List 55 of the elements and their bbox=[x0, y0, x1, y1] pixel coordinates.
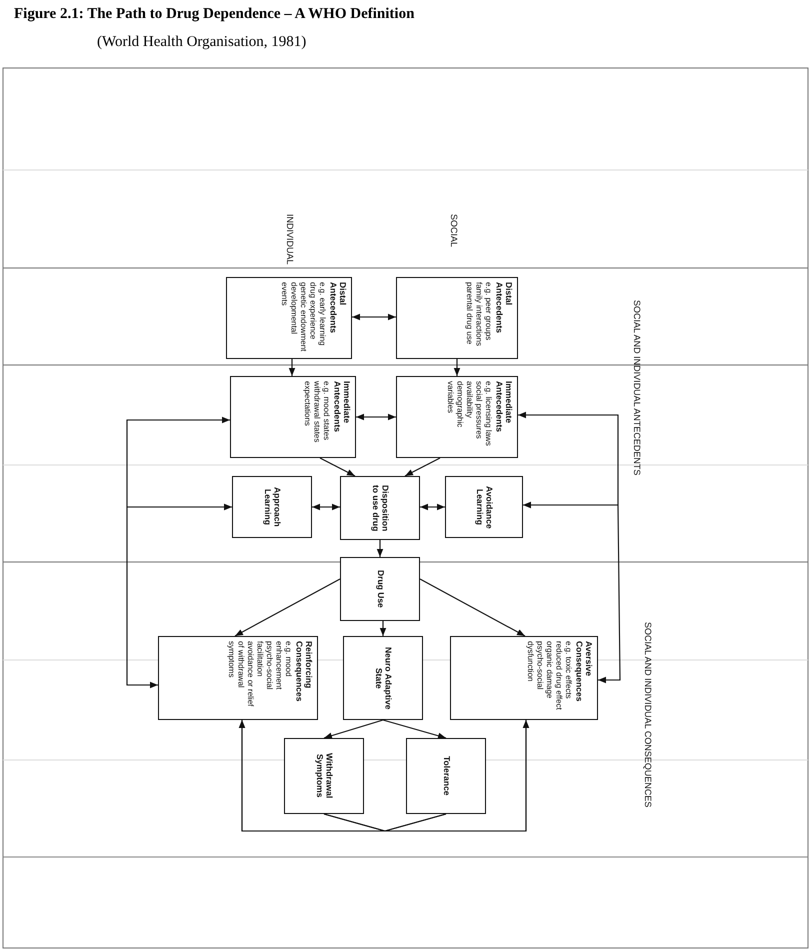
arrow bbox=[384, 720, 530, 832]
section-label: SOCIAL bbox=[449, 214, 459, 248]
box-heading: Reinforcing Consequences bbox=[294, 641, 313, 704]
arrow bbox=[324, 719, 384, 739]
box-heading: Drug Use bbox=[375, 570, 385, 608]
box-heading: Neuro Adaptive State bbox=[374, 646, 392, 712]
box-heading: Withdrawal Symptoms bbox=[314, 752, 334, 801]
arrow bbox=[382, 719, 446, 739]
process-box bbox=[226, 277, 352, 359]
arrow bbox=[352, 314, 396, 320]
figure-title: Figure 2.1: The Path to Drug Dependence – A WHO Definition bbox=[14, 6, 414, 23]
source-citation: (World Health Organisation, 1981) bbox=[97, 34, 306, 51]
arrow bbox=[454, 359, 460, 376]
process-box bbox=[445, 476, 523, 538]
process-box bbox=[232, 476, 312, 538]
arrow bbox=[420, 504, 445, 510]
process-box bbox=[343, 636, 423, 720]
arrow bbox=[288, 359, 296, 376]
arrow bbox=[234, 578, 340, 636]
process-box bbox=[340, 476, 420, 540]
arrow bbox=[126, 504, 232, 688]
box-text: e.g. mood enhancement psycho-social facilitation avoidance or relief of withdrawal symptoms bbox=[226, 641, 293, 708]
section-label: INDIVIDUAL bbox=[285, 214, 295, 265]
arrow bbox=[356, 414, 396, 420]
process-box bbox=[230, 376, 356, 458]
section-label: SOCIAL AND INDIVIDUAL ANTECEDENTS bbox=[632, 300, 642, 476]
process-box bbox=[450, 636, 598, 720]
arrow bbox=[404, 458, 440, 476]
box-text: e.g. licensing laws social pressures availability demographic variables bbox=[446, 381, 493, 448]
arrow bbox=[420, 578, 526, 636]
process-box bbox=[284, 738, 364, 814]
arrow bbox=[312, 504, 340, 510]
box-heading: Immediate Antecedents bbox=[494, 381, 513, 434]
box-text: e.g. early learning drug experience genetic endowment developmental events bbox=[280, 282, 327, 354]
process-box bbox=[396, 277, 518, 359]
process-box bbox=[158, 636, 318, 720]
arrow bbox=[380, 621, 386, 636]
arrow bbox=[320, 458, 356, 476]
box-heading: Avoidance Learning bbox=[474, 484, 494, 530]
box-heading: Disposition to use drug bbox=[370, 484, 390, 534]
arrow bbox=[376, 540, 384, 557]
process-box bbox=[340, 557, 420, 621]
section-label: SOCIAL AND INDIVIDUAL CONSEQUENCES bbox=[643, 622, 653, 808]
box-heading: Approach Learning bbox=[262, 486, 282, 529]
box-heading: Immediate Antecedents bbox=[332, 381, 351, 434]
box-heading: Distal Antecedents bbox=[328, 282, 347, 336]
box-heading: Tolerance bbox=[441, 756, 451, 796]
box-text: e.g. peer groups family interactions parental drug use bbox=[464, 282, 493, 348]
process-box bbox=[406, 738, 486, 814]
arrow bbox=[523, 502, 621, 684]
box-text: e.g. mood states withdrawal states expectations bbox=[302, 381, 331, 444]
box-text: e.g. toxic effects reduced drug effect organic damage psycho-social dysfunction bbox=[526, 641, 573, 712]
process-box bbox=[396, 376, 518, 458]
box-heading: Distal Antecedents bbox=[494, 282, 513, 336]
box-heading: Aversive Consequences bbox=[574, 641, 593, 704]
